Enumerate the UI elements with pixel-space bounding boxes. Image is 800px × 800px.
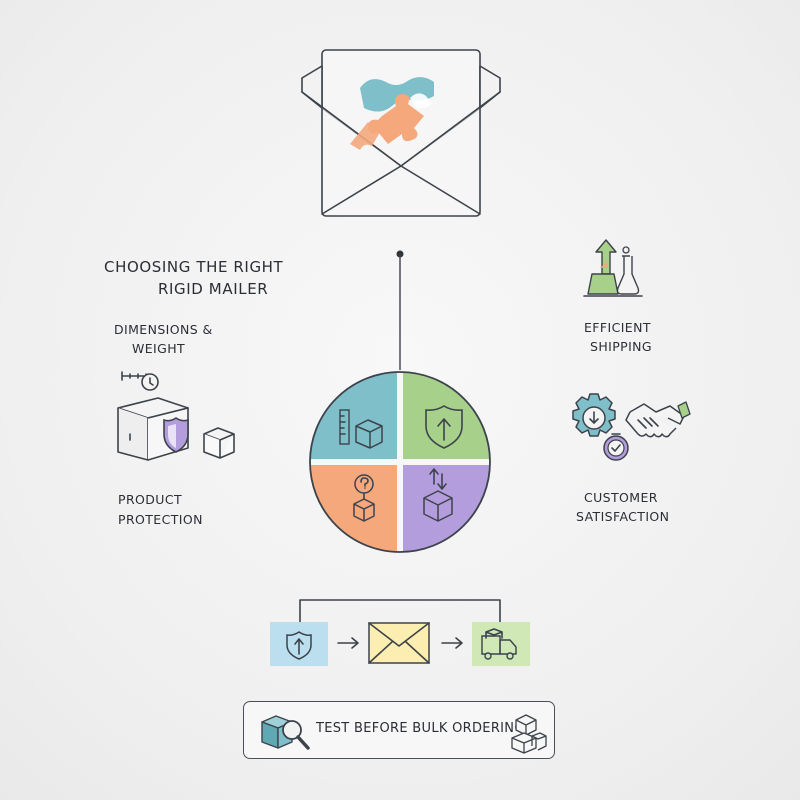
ruler-box-icon: [339, 409, 383, 449]
gear-clock-handshake-icon: [572, 393, 691, 461]
shipping-label-line-2: SHIPPING: [590, 339, 653, 354]
protection-label-line-1: PRODUCT: [118, 492, 182, 507]
envelope-step-icon: [368, 622, 430, 664]
satisfaction-label-line-2: SATISFACTION: [576, 509, 670, 524]
dimensions-label-line-1: DIMENSIONS &: [114, 322, 213, 337]
diagram-title-line-2: RIGID MAILER: [158, 280, 269, 298]
arrow-right-icon: [337, 637, 359, 649]
flow-bracket: [299, 599, 501, 625]
satisfaction-label-line-1: CUSTOMER: [584, 490, 658, 505]
diagram-title-line-1: CHOOSING THE RIGHT: [104, 258, 284, 276]
scale-box-shield-icon: [117, 371, 235, 461]
truck-step-icon: [472, 622, 530, 666]
central-quadrant-circle: [309, 371, 491, 553]
question-box-icon: [353, 474, 375, 522]
arrow-flask-icon: [583, 239, 643, 297]
dimensions-label-line-2: WEIGHT: [132, 341, 186, 356]
arrow-right-icon: [441, 637, 463, 649]
protection-label-line-2: PROTECTION: [118, 512, 203, 527]
magnifier-box-icon: [261, 715, 310, 750]
shield-step-icon: [270, 622, 328, 666]
test-before-bulk-ordering-panel: TEST BEFORE BULK ORDERING: [243, 701, 555, 759]
connector-line: [396, 250, 404, 370]
shipping-label-line-1: EFFICIENT: [584, 320, 651, 335]
stacked-boxes-icon: [511, 714, 547, 754]
envelope-puzzle-icon: [301, 49, 501, 217]
box-arrows-icon: [423, 468, 453, 522]
shield-arrow-icon: [425, 405, 463, 449]
test-before-bulk-ordering-label: TEST BEFORE BULK ORDERING: [316, 721, 525, 736]
